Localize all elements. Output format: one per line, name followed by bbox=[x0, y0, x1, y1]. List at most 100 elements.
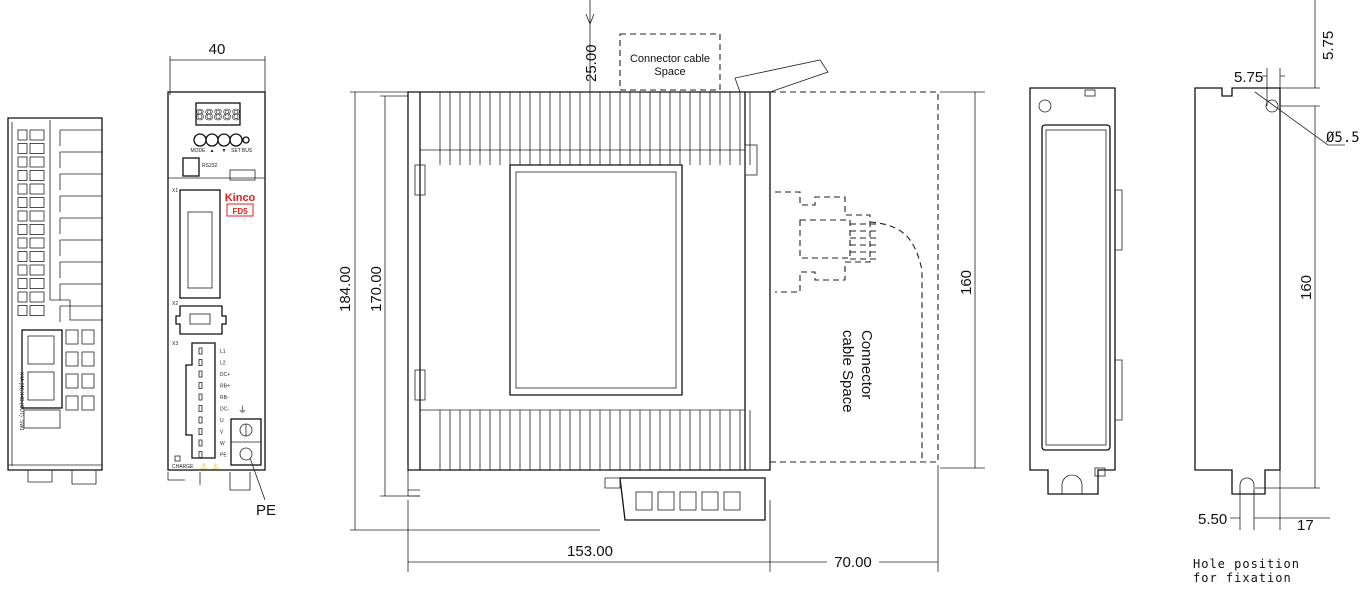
key-up[interactable] bbox=[205, 133, 219, 147]
key-label-down: ▼ bbox=[222, 148, 227, 154]
heatsink-fin bbox=[599, 92, 611, 470]
terminal-label: RB+ bbox=[220, 384, 230, 390]
x1-connector bbox=[179, 189, 221, 299]
side-indicator bbox=[29, 224, 45, 235]
bottom-connector bbox=[619, 477, 766, 521]
top-clearance-dim: 25.00 bbox=[583, 44, 600, 82]
terminal-label: DC+ bbox=[220, 372, 230, 378]
heatsink-fin bbox=[739, 92, 751, 470]
bottom-slot-width-dim: 5.50 bbox=[1198, 511, 1227, 528]
side-indicator bbox=[17, 183, 28, 195]
terminal-pin bbox=[198, 370, 203, 378]
ground-icon: ⏚ bbox=[238, 405, 247, 415]
front-view: 40 88888 MODE ▲ ▼ SET BUS RS232 X1 Kinco… bbox=[167, 41, 276, 519]
heatsink-fin bbox=[519, 92, 531, 470]
side-indicator bbox=[29, 129, 45, 141]
charge-label: CHARGE bbox=[172, 464, 194, 470]
main-side-view: 25.00 Connector cable Space 184.00 170.0… bbox=[337, 0, 985, 572]
side-indicator bbox=[29, 305, 45, 316]
cable-space-depth-dim: 70.00 bbox=[834, 554, 872, 571]
side-indicator bbox=[65, 329, 79, 345]
side-indicator bbox=[17, 129, 28, 141]
heatsink-fin bbox=[439, 92, 451, 470]
terminal-label: L1 bbox=[220, 349, 226, 355]
terminal-label: PE bbox=[220, 453, 227, 459]
side-indicator bbox=[81, 395, 95, 411]
side-indicator bbox=[17, 210, 28, 222]
heatsink-fin bbox=[59, 239, 102, 256]
heatsink-fin bbox=[719, 92, 731, 470]
charge-led bbox=[174, 455, 181, 462]
side-indicator bbox=[17, 156, 28, 168]
keypad: MODE ▲ ▼ SET BUS bbox=[191, 133, 253, 154]
terminal-pin bbox=[198, 393, 203, 401]
mount-height-rear-dim: 160 bbox=[1298, 275, 1315, 300]
side-indicator bbox=[17, 143, 28, 154]
terminal-pin bbox=[198, 416, 203, 424]
key-label-mode: MODE bbox=[191, 148, 207, 154]
side-indicator bbox=[29, 278, 45, 289]
heatsink-fin bbox=[59, 195, 102, 212]
side-indicator bbox=[81, 373, 95, 389]
heatsink-fin bbox=[59, 173, 102, 190]
side-view: X4A (IN) X4B (OUT) SW1 bbox=[7, 117, 103, 485]
side-indicator bbox=[29, 143, 45, 154]
heatsink-fin bbox=[559, 92, 571, 470]
terminal-label: L2 bbox=[220, 361, 226, 367]
heatsink-fin bbox=[59, 261, 102, 278]
heatsink-fin bbox=[59, 305, 102, 322]
rs232-label: RS232 bbox=[202, 163, 218, 169]
side-indicator bbox=[17, 237, 28, 249]
side-indicator bbox=[29, 291, 45, 303]
x3-terminal-block bbox=[185, 342, 216, 459]
terminal-label: RB- bbox=[220, 395, 229, 401]
terminal-pin bbox=[198, 451, 203, 458]
model-label: FD5 bbox=[232, 207, 248, 216]
heatsink-fin bbox=[479, 92, 491, 470]
key-label-bus: BUS bbox=[242, 148, 253, 154]
key-down[interactable] bbox=[217, 133, 231, 147]
side-indicator bbox=[17, 197, 28, 208]
side-indicator bbox=[81, 351, 95, 367]
heatsink-fin bbox=[539, 92, 551, 470]
side-indicator bbox=[81, 329, 95, 345]
key-label-set: SET bbox=[231, 148, 241, 154]
heatsink-fin bbox=[619, 92, 631, 470]
dip-switch bbox=[23, 409, 61, 429]
side-indicator bbox=[29, 264, 45, 276]
bottom-slot-offset-dim: 17 bbox=[1297, 517, 1314, 534]
heatsink-fin bbox=[459, 92, 471, 470]
terminal-pin bbox=[198, 382, 203, 389]
terminal-label: U bbox=[220, 418, 224, 424]
terminal-pin bbox=[198, 405, 203, 412]
side-indicator bbox=[17, 224, 28, 235]
terminal-label: V bbox=[220, 430, 224, 436]
hole-offset-x-dim: 5.75 bbox=[1234, 69, 1263, 86]
side-cable-space-label-1: Connector bbox=[858, 330, 875, 399]
port-in-label: X4A (IN) bbox=[18, 372, 24, 391]
pe-label: PE bbox=[256, 502, 276, 519]
ethernet-port-block bbox=[21, 329, 63, 409]
heatsink-fin bbox=[579, 92, 591, 470]
switch-label: SW1 bbox=[18, 420, 24, 431]
side-indicator bbox=[29, 183, 45, 195]
terminal-pin bbox=[198, 439, 203, 447]
bottom-pin bbox=[679, 491, 697, 511]
heatsink-fin bbox=[659, 92, 671, 470]
hole-offset-y-dim: 5.75 bbox=[1320, 31, 1337, 60]
bottom-pin bbox=[635, 491, 653, 511]
key-set[interactable] bbox=[229, 133, 243, 147]
side-indicator bbox=[29, 156, 45, 168]
side-cable-space-label-2: cable Space bbox=[839, 330, 856, 413]
bus-led bbox=[242, 136, 250, 144]
side-indicator bbox=[65, 395, 79, 411]
depth-dim: 153.00 bbox=[567, 543, 613, 560]
key-label-up: ▲ bbox=[210, 148, 215, 154]
key-mode[interactable] bbox=[193, 133, 207, 147]
side-indicator bbox=[17, 278, 28, 289]
heatsink-fin bbox=[59, 129, 102, 146]
x3-label: X3 bbox=[172, 341, 178, 347]
side-indicator bbox=[29, 210, 45, 222]
bottom-pin bbox=[657, 491, 675, 511]
